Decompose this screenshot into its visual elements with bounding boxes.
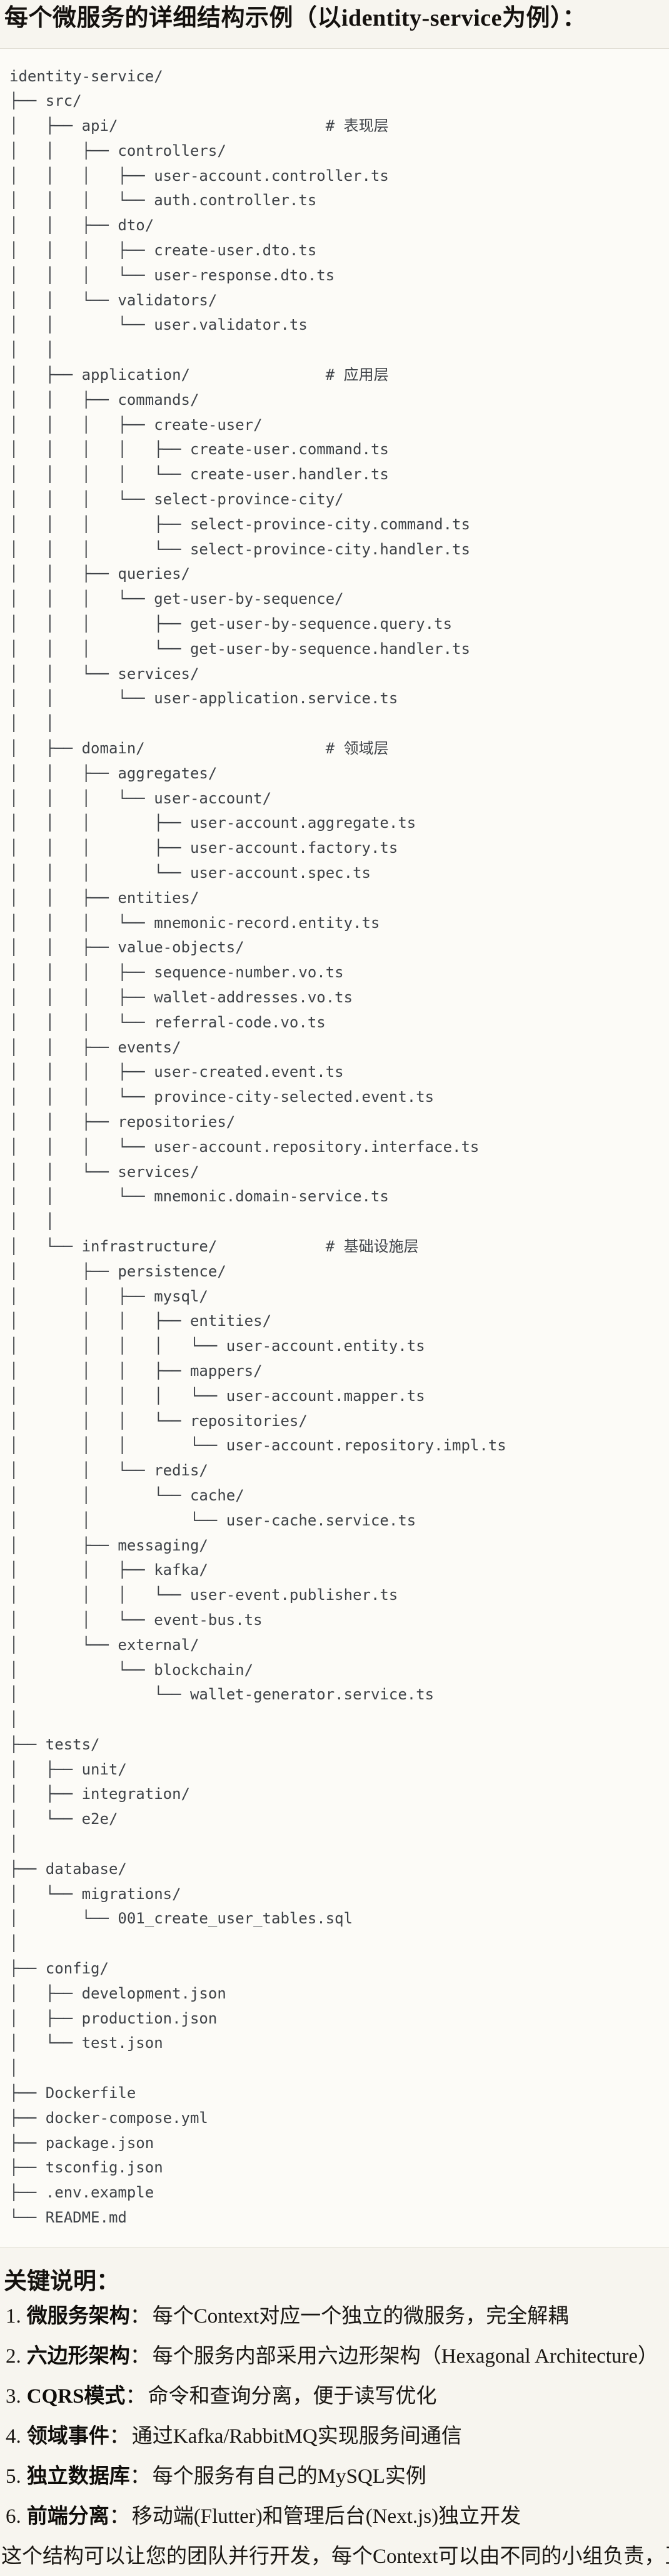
note-item: 1.微服务架构：每个Context对应一个独立的微服务，完全解耦 bbox=[6, 2306, 669, 2327]
note-item: 4.领域事件：通过Kafka/RabbitMQ实现服务间通信 bbox=[6, 2426, 669, 2447]
note-description: 命令和查询分离，便于读写优化 bbox=[148, 2385, 437, 2408]
note-description: 每个服务内部采用六边形架构（Hexagonal Architecture） bbox=[152, 2344, 659, 2368]
note-number: 4. bbox=[6, 2425, 21, 2448]
note-number: 3. bbox=[6, 2385, 21, 2408]
closing-paragraph: 这个结构可以让您的团队并行开发，每个Context可以由不同的小组负责，互不干扰… bbox=[1, 2545, 669, 2568]
notes-title: 关键说明： bbox=[4, 2268, 119, 2294]
note-label: 领域事件 bbox=[26, 2425, 109, 2448]
note-item: 5.独立数据库：每个服务有自己的MySQL实例 bbox=[6, 2466, 669, 2487]
note-label: 微服务架构 bbox=[26, 2304, 130, 2328]
notes-list: 1.微服务架构：每个Context对应一个独立的微服务，完全解耦 2.六边形架构… bbox=[0, 2306, 669, 2527]
note-separator: ： bbox=[109, 2505, 130, 2528]
note-item: 2.六边形架构：每个服务内部采用六边形架构（Hexagonal Architec… bbox=[6, 2346, 669, 2367]
note-item: 3.CQRS模式：命令和查询分离，便于读写优化 bbox=[6, 2386, 669, 2407]
note-number: 1. bbox=[6, 2304, 21, 2328]
note-description: 通过Kafka/RabbitMQ实现服务间通信 bbox=[131, 2425, 462, 2448]
note-description: 每个服务有自己的MySQL实例 bbox=[152, 2465, 426, 2488]
note-number: 5. bbox=[6, 2465, 21, 2488]
note-separator: ： bbox=[129, 2304, 151, 2328]
file-tree: identity-service/ ├── src/ │ ├── api/ # … bbox=[9, 67, 506, 2227]
note-label: 前端分离 bbox=[26, 2505, 109, 2528]
note-label: CQRS模式 bbox=[26, 2385, 126, 2408]
note-separator: ： bbox=[109, 2425, 130, 2448]
file-tree-code-block: identity-service/ ├── src/ │ ├── api/ # … bbox=[0, 48, 669, 2248]
note-label: 六边形架构 bbox=[26, 2344, 130, 2368]
page-title: 每个微服务的详细结构示例（以identity-service为例）： bbox=[4, 5, 587, 31]
note-number: 2. bbox=[6, 2344, 21, 2368]
note-number: 6. bbox=[6, 2505, 21, 2528]
note-separator: ： bbox=[129, 2465, 151, 2488]
note-item: 6.前端分离：移动端(Flutter)和管理后台(Next.js)独立开发 bbox=[6, 2506, 669, 2527]
note-description: 每个Context对应一个独立的微服务，完全解耦 bbox=[152, 2304, 569, 2328]
note-separator: ： bbox=[125, 2385, 146, 2408]
note-separator: ： bbox=[129, 2344, 151, 2368]
document-page: 每个微服务的详细结构示例（以identity-service为例）： ident… bbox=[0, 4, 669, 2567]
note-label: 独立数据库 bbox=[26, 2465, 130, 2488]
note-description: 移动端(Flutter)和管理后台(Next.js)独立开发 bbox=[131, 2505, 521, 2528]
